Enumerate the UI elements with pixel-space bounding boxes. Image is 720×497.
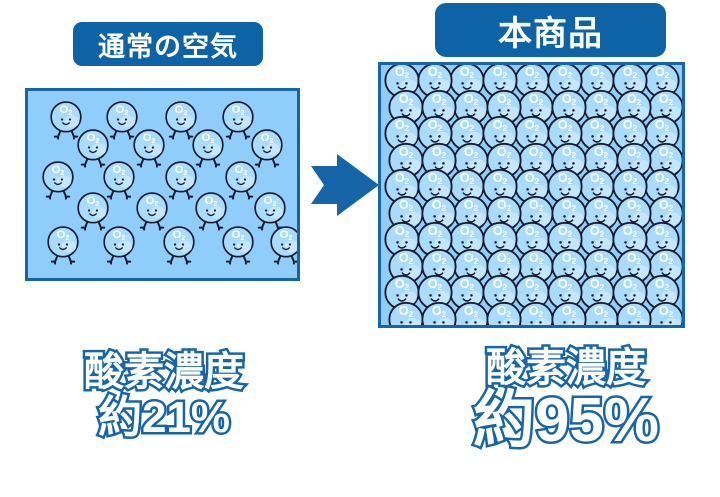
oxygen-molecule: O2 [546,168,583,218]
badge-this-product-label: 本商品 [498,14,603,53]
oxygen-molecule: O2 [420,301,457,325]
oxygen-molecule: O2 [388,142,425,191]
transform-arrow [311,152,379,218]
oxygen-molecule: O2 [550,195,587,244]
oxygen-molecule: O2 [615,195,652,244]
oxygen-molecule: O2 [388,195,425,244]
badge-normal-air-label: 通常の空気 [98,31,238,62]
oxygen-molecule: O2 [644,274,681,324]
oxygen-molecule: O2 [583,301,620,325]
oxygen-molecule: O2 [420,195,457,244]
oxygen-molecule: O2 [251,129,284,173]
oxygen-molecule: O2 [194,192,227,236]
oxygen-molecule: O2 [514,221,551,271]
oxygen-molecule: O2 [41,160,74,205]
oxygen-molecule: O2 [103,226,136,270]
oxygen-molecule: O2 [49,100,82,145]
oxygen-molecule: O2 [579,221,616,271]
oxygen-molecule: O2 [76,192,109,236]
oxygen-molecule: O2 [615,142,652,191]
oxygen-molecule: O2 [165,100,198,145]
oxygen-molecule: O2 [416,274,453,324]
oxygen-molecule: O2 [420,248,457,297]
oxygen-molecule: O2 [133,129,166,173]
oxygen-molecule: O2 [416,168,453,218]
caption-normal-air-value: 約21% [95,393,232,442]
oxygen-molecule: O2 [579,65,616,111]
oxygen-molecule: O2 [611,274,648,324]
oxygen-molecule: O2 [103,160,136,205]
oxygen-molecule: O2 [481,221,518,271]
oxygen-molecule: O2 [485,142,522,191]
oxygen-molecule: O2 [388,301,425,325]
oxygen-molecule: O2 [481,274,518,324]
oxygen-molecule: O2 [106,100,139,145]
oxygen-molecule: O2 [270,226,297,270]
oxygen-molecule: O2 [648,89,682,138]
caption-this-product: 酸素濃度 約95% [432,346,700,455]
oxygen-molecule: O2 [162,226,195,270]
oxygen-molecule: O2 [416,115,453,165]
oxygen-molecule: O2 [550,89,587,138]
oxygen-molecule: O2 [388,89,425,138]
oxygen-molecule: O2 [615,301,652,325]
oxygen-molecule: O2 [514,168,551,218]
badge-this-product: 本商品 [435,3,666,57]
oxygen-molecule: O2 [453,142,490,191]
oxygen-molecule: O2 [611,115,648,165]
oxygen-molecule: O2 [485,301,522,325]
oxygen-molecule: O2 [449,274,486,324]
oxygen-molecule: O2 [165,160,198,205]
caption-normal-air-title: 酸素濃度 [82,350,247,395]
oxygen-molecule: O2 [485,195,522,244]
oxygen-molecule: O2 [514,65,551,111]
oxygen-molecule: O2 [648,301,682,325]
oxygen-molecule: O2 [420,89,457,138]
oxygen-molecule: O2 [481,168,518,218]
oxygen-molecule: O2 [550,301,587,325]
caption-this-product-value: 約95% [470,386,661,455]
oxygen-molecule: O2 [514,115,551,165]
oxygen-molecule: O2 [546,65,583,111]
oxygen-molecule: O2 [546,115,583,165]
oxygen-molecule: O2 [453,301,490,325]
oxygen-molecule: O2 [644,115,681,165]
oxygen-molecule: O2 [224,160,257,205]
oxygen-molecule: O2 [221,100,254,145]
oxygen-molecule: O2 [550,248,587,297]
oxygen-molecule: O2 [485,248,522,297]
caption-normal-air: 酸素濃度 約21% [40,350,288,443]
caption-this-product-title: 酸素濃度 [484,346,649,391]
oxygen-molecule: O2 [546,221,583,271]
oxygen-molecule: O2 [453,195,490,244]
oxygen-molecule: O2 [254,192,287,236]
oxygen-molecule: O2 [221,226,254,270]
oxygen-molecule: O2 [76,129,109,173]
oxygen-molecule: O2 [449,168,486,218]
oxygen-molecule: O2 [485,89,522,138]
oxygen-molecule: O2 [135,192,168,236]
oxygen-molecule: O2 [192,129,225,173]
oxygen-molecule: O2 [46,226,79,270]
oxygen-molecule: O2 [518,301,555,325]
oxygen-molecule: O2 [453,248,490,297]
oxygen-molecule: O2 [644,168,681,218]
badge-normal-air: 通常の空気 [73,22,263,66]
oxygen-molecule: O2 [449,65,486,111]
